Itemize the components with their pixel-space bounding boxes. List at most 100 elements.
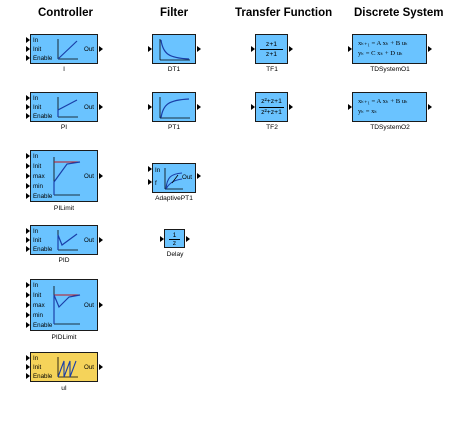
out-arrow-icon (289, 104, 293, 110)
port-init-label: Init (33, 364, 42, 371)
port-in-label: In (33, 282, 39, 289)
out-arrow-icon (99, 237, 103, 243)
out-arrow-icon (99, 173, 103, 179)
out-arrow-icon (99, 364, 103, 370)
in-arrow-icon (148, 104, 152, 110)
port-out-label: Out (182, 174, 192, 181)
ui-block-name: uI (61, 385, 67, 392)
in-arrow-icon (26, 95, 30, 101)
adaptive-pt1-icon (164, 168, 183, 190)
tf2-numerator: z²+z+1 (261, 98, 282, 105)
adaptivept1-block[interactable]: In f Out (152, 163, 196, 193)
pi-limit-icon (53, 157, 81, 196)
pid-limit-icon (53, 286, 81, 325)
tf2-block[interactable]: z²+z+1 z²+z+1 (255, 92, 288, 122)
in-arrow-icon (26, 355, 30, 361)
header-discrete-system: Discrete System (354, 7, 444, 19)
port-out-label: Out (84, 302, 94, 309)
port-init-label: Init (33, 104, 42, 111)
pidlimit-block[interactable]: In Init max min Enable Out (30, 279, 98, 331)
init-arrow-icon (26, 237, 30, 243)
pi-block[interactable]: In Init Enable Out (30, 92, 98, 122)
port-out-label: Out (84, 364, 94, 371)
out-arrow-icon (428, 46, 432, 52)
init-arrow-icon (26, 104, 30, 110)
sys1-output-equation: yₖ = C xₖ + D uₖ (358, 50, 403, 57)
out-arrow-icon (99, 46, 103, 52)
tf1-denominator: z+1 (265, 51, 278, 58)
pid-block[interactable]: In Init Enable Out (30, 225, 98, 255)
port-enable-label: Enable (33, 55, 53, 62)
port-in-label: In (33, 228, 39, 235)
delay-numerator: 1 (172, 232, 177, 239)
port-max-label: max (33, 302, 45, 309)
port-max-label: max (33, 173, 45, 180)
sawtooth-icon (57, 357, 78, 378)
adaptivept1-block-name: AdaptivePT1 (155, 195, 193, 202)
in-arrow-icon (26, 228, 30, 234)
enable-arrow-icon (26, 373, 30, 379)
delay-fraction-line (169, 239, 180, 240)
pidlimit-block-name: PIDLimit (51, 334, 77, 341)
enable-arrow-icon (26, 193, 30, 199)
enable-arrow-icon (26, 113, 30, 119)
port-enable-label: Enable (33, 113, 53, 120)
tf1-block-name: TF1 (266, 66, 278, 73)
port-in-label: In (33, 37, 39, 44)
header-transfer-function: Transfer Function (235, 7, 333, 19)
port-in-label: In (33, 95, 39, 102)
tdsystemo2-block[interactable]: xₖ₊₁ = A xₖ + B uₖ yₖ = xₖ (352, 92, 427, 122)
in-arrow-icon (148, 166, 152, 172)
dt1-block[interactable] (152, 34, 196, 64)
in-arrow-icon (26, 153, 30, 159)
tdsystemo1-block-name: TDSystemO1 (370, 66, 410, 73)
port-out-label: Out (84, 237, 94, 244)
enable-arrow-icon (26, 322, 30, 328)
dt1-block-name: DT1 (167, 66, 181, 73)
out-arrow-icon (99, 302, 103, 308)
tf1-fraction-line (260, 49, 283, 50)
pi-step-ramp-icon (57, 97, 78, 118)
port-enable-label: Enable (33, 193, 53, 200)
out-arrow-icon (428, 104, 432, 110)
in-arrow-icon (348, 104, 352, 110)
i-block-name: I (63, 66, 65, 73)
max-arrow-icon (26, 173, 30, 179)
in-arrow-icon (160, 236, 164, 242)
port-enable-label: Enable (33, 322, 53, 329)
port-in-label: In (33, 355, 39, 362)
tf1-block[interactable]: z+1 z+1 (255, 34, 288, 64)
enable-arrow-icon (26, 246, 30, 252)
min-arrow-icon (26, 183, 30, 189)
port-out-label: Out (84, 173, 94, 180)
init-arrow-icon (26, 46, 30, 52)
delay-block[interactable]: 1 z (164, 229, 185, 248)
port-f-label: f (155, 180, 157, 187)
port-out-label: Out (84, 46, 94, 53)
init-arrow-icon (26, 364, 30, 370)
delay-denominator: z (172, 240, 177, 247)
ui-block[interactable]: In Init Enable Out (30, 352, 98, 382)
delay-block-name: Delay (166, 251, 184, 258)
out-arrow-icon (186, 236, 190, 242)
tdsystemo1-block[interactable]: xₖ₊₁ = A xₖ + B uₖ yₖ = C xₖ + D uₖ (352, 34, 427, 64)
pt1-block-name: PT1 (167, 124, 181, 131)
port-in-label: In (155, 167, 161, 174)
in-arrow-icon (348, 46, 352, 52)
pilimit-block[interactable]: In Init max min Enable Out (30, 150, 98, 202)
sys1-state-equation: xₖ₊₁ = A xₖ + B uₖ (358, 40, 408, 47)
i-block[interactable]: In Init Enable Out (30, 34, 98, 64)
dt1-decay-icon (159, 39, 190, 61)
pt1-rise-icon (159, 97, 190, 119)
header-controller: Controller (38, 7, 93, 19)
port-enable-label: Enable (33, 373, 53, 380)
pt1-block[interactable] (152, 92, 196, 122)
pi-block-name: PI (60, 124, 68, 131)
init-arrow-icon (26, 292, 30, 298)
tdsystemo2-block-name: TDSystemO2 (370, 124, 410, 131)
pid-block-name: PID (58, 257, 70, 264)
out-arrow-icon (289, 46, 293, 52)
pid-response-icon (57, 230, 78, 251)
port-min-label: min (33, 312, 43, 319)
sys2-state-equation: xₖ₊₁ = A xₖ + B uₖ (358, 98, 408, 105)
